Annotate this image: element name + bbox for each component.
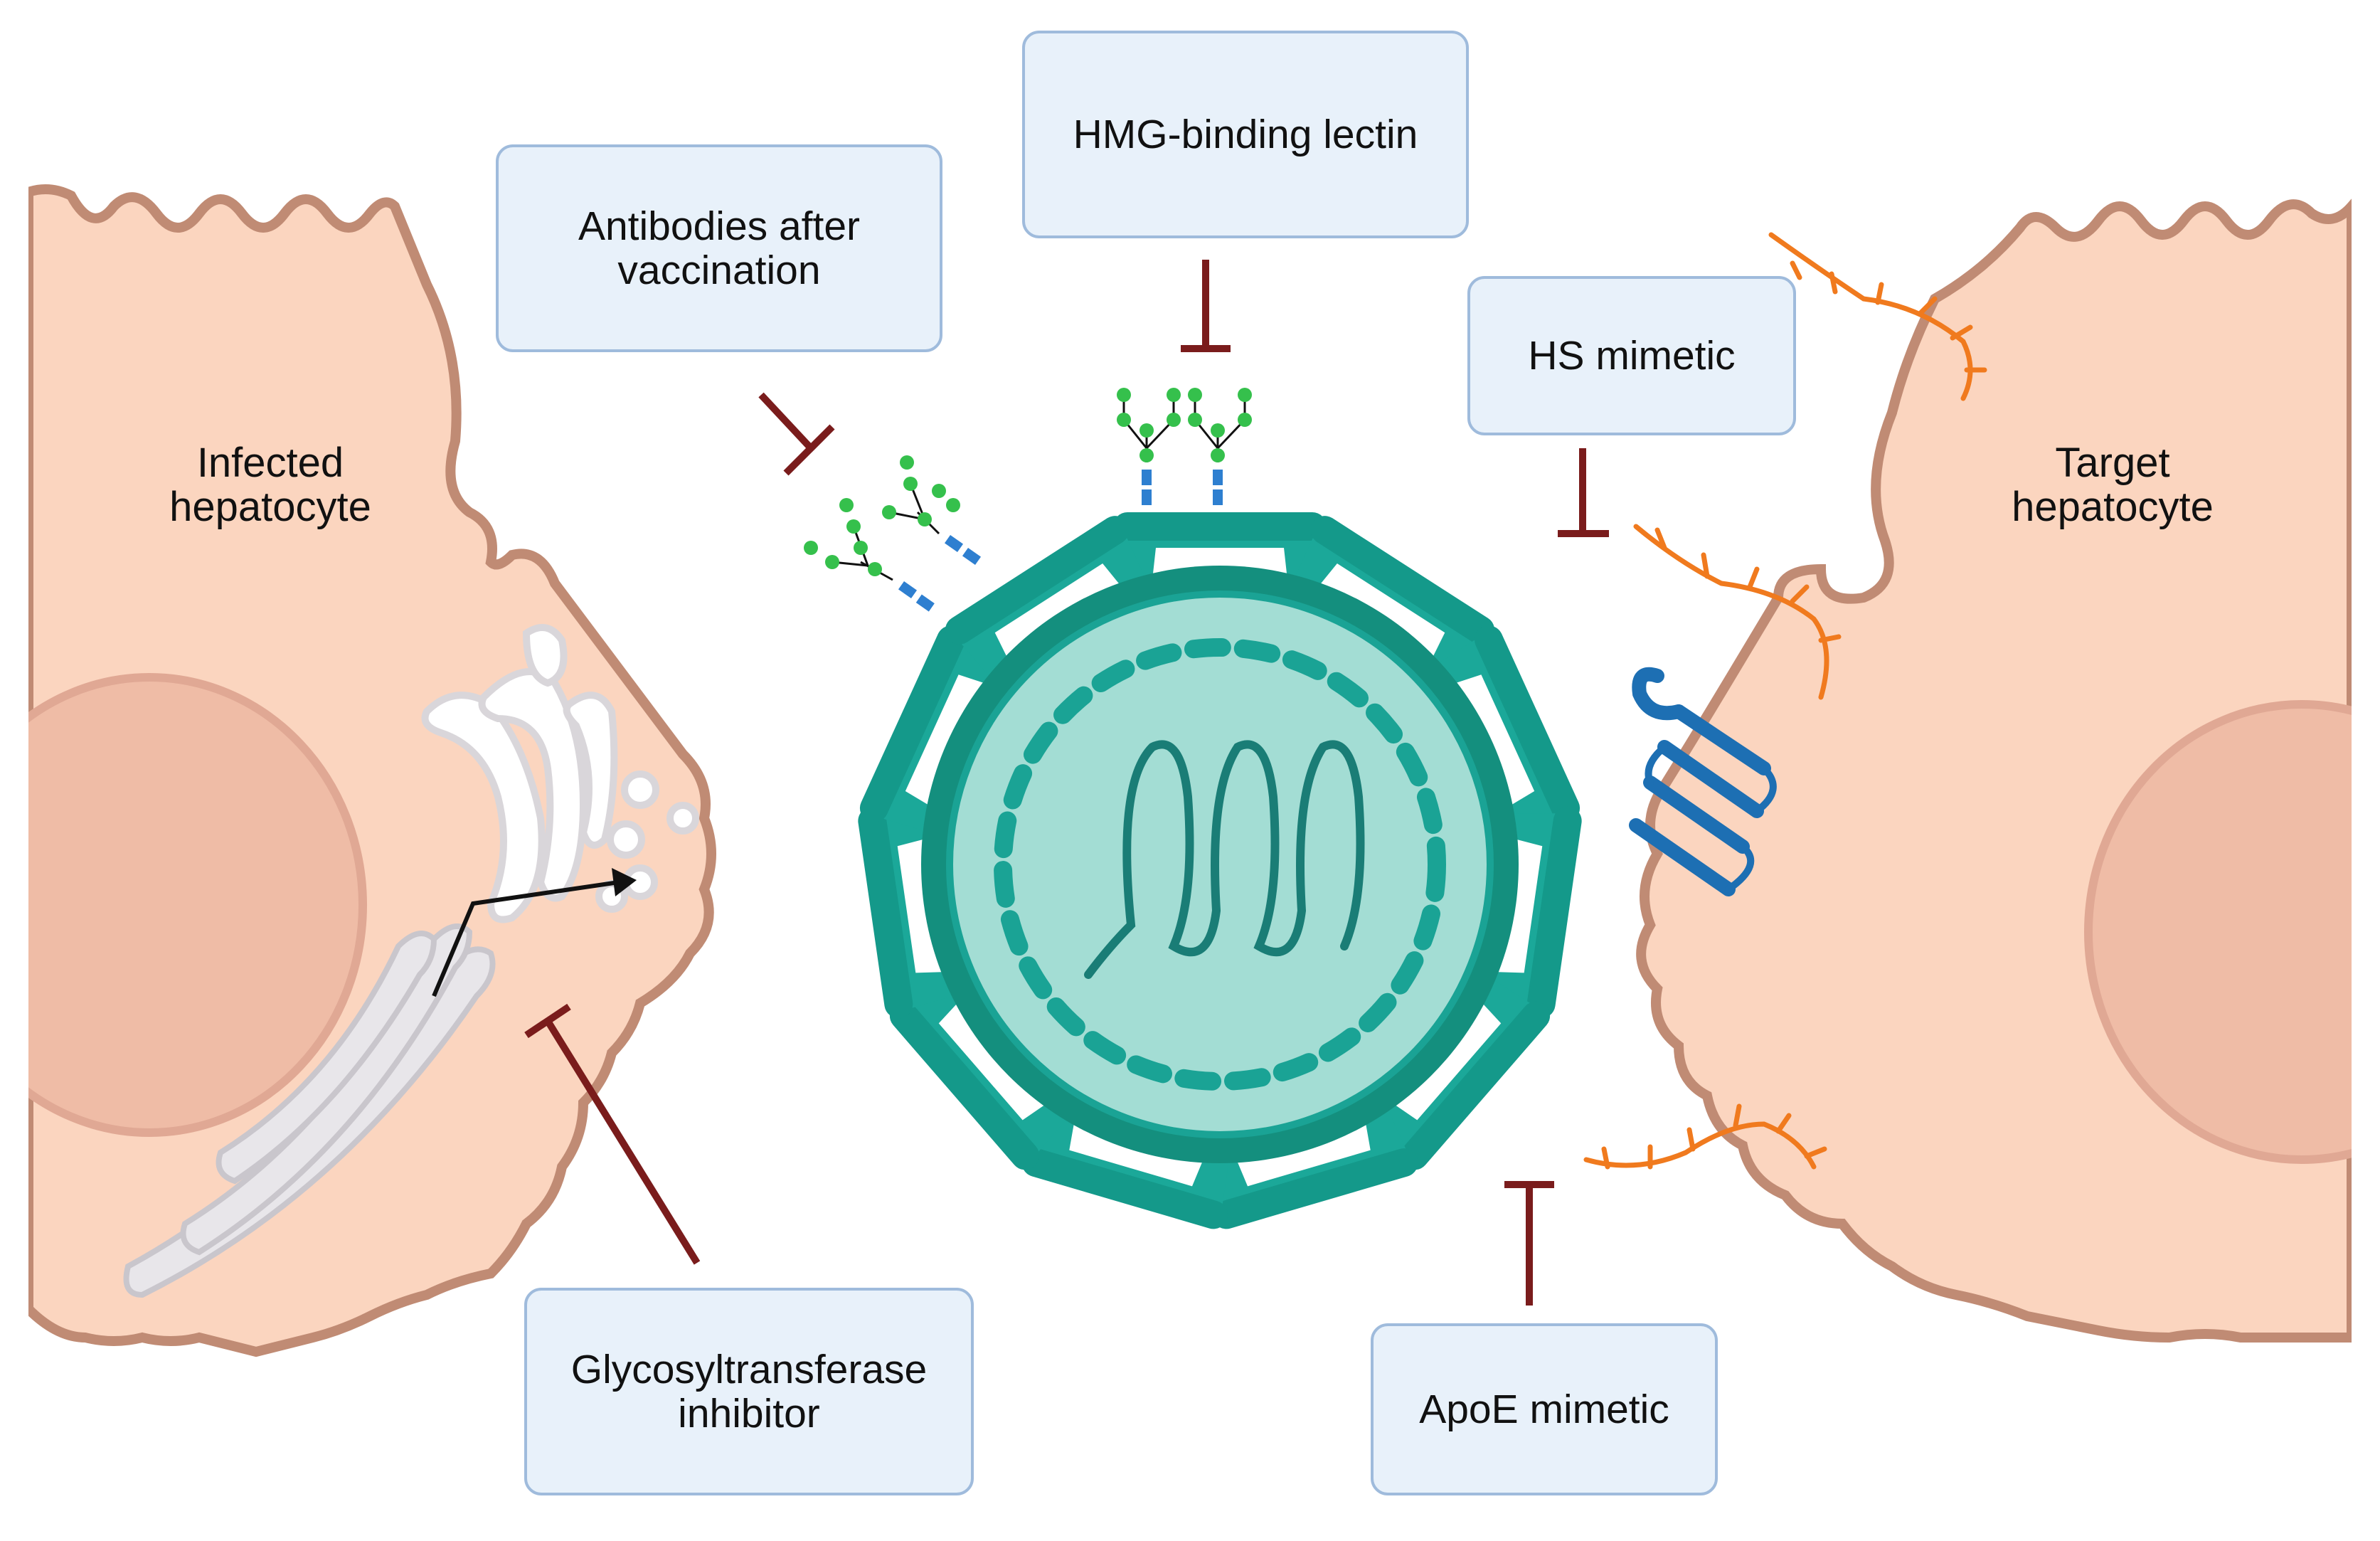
- inhibitor-antibodies: [758, 392, 835, 476]
- infected-label-line1: Infected: [196, 440, 344, 486]
- glyco-line2: inhibitor: [678, 1391, 820, 1436]
- capsid-dashed-ring: [994, 638, 1446, 1091]
- glycan-3: [804, 498, 935, 612]
- glycan-4: [882, 455, 982, 566]
- hmg-lectin-box: HMG-binding lectin: [1022, 31, 1469, 238]
- nucleus-left: [28, 673, 367, 1137]
- hmg-label: HMG-binding lectin: [1073, 112, 1418, 157]
- secretion-arrow: [432, 880, 620, 997]
- target-label-line2: hepatocyte: [2012, 484, 2214, 530]
- spike-2: [1295, 516, 1495, 675]
- spike-10: [859, 625, 1000, 831]
- inhibitor-symbols: [524, 260, 1609, 1306]
- inhibitor-glyco: [524, 1003, 701, 1265]
- inhibitor-apoe: [1504, 1181, 1554, 1306]
- target-hepatocyte-label: Target hepatocyte: [1985, 441, 2241, 529]
- glycan-2: [1188, 388, 1252, 505]
- target-hepatocyte-cell: [1636, 198, 2352, 1343]
- spike-8: [889, 980, 1066, 1170]
- apoe-mimetic-box: ApoE mimetic: [1371, 1323, 1718, 1495]
- hs-label: HS mimetic: [1528, 333, 1736, 378]
- infected-label-line2: hepatocyte: [169, 484, 371, 530]
- hs-mimetic-box: HS mimetic: [1467, 276, 1796, 435]
- spike-11: [945, 516, 1144, 675]
- virus-spikes: [858, 512, 1582, 1229]
- glyco-line1: Glycosyltransferase: [570, 1347, 928, 1392]
- glycosyltransferase-inhibitor-box: Glycosyltransferase inhibitor: [524, 1288, 974, 1495]
- nucleus-right: [2084, 700, 2352, 1164]
- receptor-protein: [1629, 667, 1777, 896]
- spike-6: [1211, 1111, 1418, 1229]
- arrowhead: [612, 868, 637, 896]
- virus-glycans: [804, 388, 1252, 612]
- viral-genome: [1084, 740, 1365, 979]
- spike-5: [1374, 980, 1551, 1170]
- glycan-1: [1117, 388, 1181, 505]
- antibodies-line1: Antibodies after: [578, 203, 861, 249]
- inhibitor-hmg: [1181, 260, 1231, 352]
- infected-hepatocyte-label: Infected hepatocyte: [142, 441, 398, 529]
- spike-1: [1113, 512, 1327, 580]
- spike-9: [858, 806, 952, 1019]
- infected-hepatocyte-cell: [28, 184, 716, 1357]
- golgi-apparatus: [421, 624, 699, 923]
- inhibitor-hs: [1558, 448, 1609, 537]
- virus-particle: [858, 512, 1582, 1229]
- virus-capsid: [946, 591, 1494, 1138]
- antibodies-line2: vaccination: [617, 248, 821, 293]
- apoe-label: ApoE mimetic: [1419, 1387, 1669, 1432]
- endoplasmic-reticulum: [123, 923, 496, 1298]
- antibodies-box: Antibodies after vaccination: [496, 144, 942, 352]
- target-label-line1: Target: [2055, 440, 2170, 486]
- heparan-sulfate-chains: [1583, 232, 1987, 1170]
- spike-7: [1021, 1111, 1229, 1229]
- spike-3: [1440, 625, 1581, 831]
